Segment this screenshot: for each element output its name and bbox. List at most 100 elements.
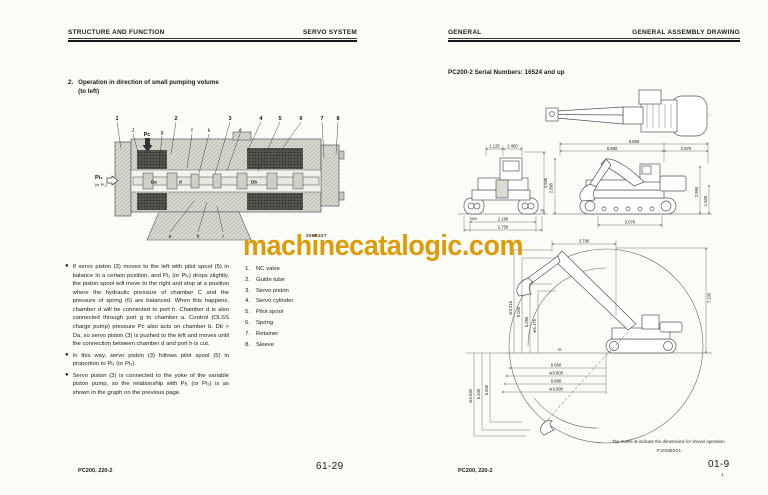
part-name: Sleeve [256,341,275,348]
side-dim-length: 9.850 [629,139,640,144]
range-reach-3: 9.880 [551,379,562,384]
fig-label-f: f [191,128,193,134]
range-height-3: 6.295 [524,316,529,327]
part-num: 2. [245,276,250,283]
part-num: 7. [245,330,250,337]
fig-label-j: J [132,128,135,134]
fig-label-8: 8 [336,116,339,122]
left-header-topic: SERVO SYSTEM [302,29,357,36]
fig-label-h: h [197,234,200,240]
right-footer-sub: 1 [721,472,724,477]
right-footer-model: PC200, 220-2 [458,468,493,474]
part-name: Servo piston [256,287,289,294]
bullet-item: ● Servo piston (3) is connected to the y… [65,372,229,398]
range-height-4: ⊛6.175 [532,318,537,333]
range-reach-1: 9.660 [551,363,562,368]
fig-label-5: 5 [278,116,281,122]
fig-label-e: e [169,234,172,240]
range-depth-1: ⊛6.630 [468,388,473,403]
parts-list: 1. NC valve 2. Guide tube 3. Servo piston 4… [242,266,293,352]
right-header-topic: GENERAL ASSEMBLY DRAWING [632,29,740,36]
range-depth-2: 6.430 [476,388,481,399]
bullet-text-3: Servo piston (3) is connected to the yok… [72,372,229,396]
fig-label-3: 3 [228,116,231,122]
servo-figure-code: 206F227 [306,233,327,238]
fig-label-6: 6 [299,116,302,122]
rear-dim-height: 2.935 [543,177,548,188]
fig-label-4: 4 [259,116,263,122]
fig-label-pi-sub: (or Pi₂) [95,183,108,187]
left-page-header: STRUCTURE AND FUNCTION SERVO SYSTEM [68,29,357,36]
watermark-text: machinecatalogic.com [243,230,523,262]
side-dim-height-right: 2.950 [694,186,699,197]
parts-row: 4.Servo cylinder [242,298,293,304]
parts-row: 6.Spring [242,320,293,326]
bullet-marker: ● [65,263,69,269]
part-name: Pilot spool [256,309,284,316]
fig-label-1: 1 [115,116,118,122]
rear-dim-top-right: 1.450 [507,144,518,149]
fig-label-db: Db [251,180,257,185]
assembly-figure-code: F205B001 [657,448,682,453]
fig-label-g: g [161,130,164,136]
shovel-note: The marks ⊛ indicate the dimensions for … [612,439,726,444]
side-dim-height-left: 2.895 [549,182,554,193]
rear-dim-width: 2.750 [498,225,509,230]
working-range-drawing: 3.790 7.105 ⊛9.315 9.000 6.295 ⊛6.175 ⊛6… [466,239,712,444]
right-page-header: GENERAL GENERAL ASSEMBLY DRAWING [448,29,740,36]
range-reach-2: ⊛9.805 [549,371,564,376]
rear-gl-label: GL [541,209,546,213]
side-dim-track-height: 1.600 [703,195,708,206]
watermark: machinecatalogic.com [243,230,523,263]
side-dim-rear: 2.870 [681,146,692,151]
section-number: 2. [68,79,74,86]
plan-view-drawing [545,89,711,137]
part-name: Spring [256,319,274,326]
part-name: Guide tube [256,276,285,283]
serial-number-title: PC200-2 Serial Numbers: 16524 and up [448,69,565,76]
servo-cross-section-figure: 1 J Pc g 2 f k 3 d 4 5 6 7 8 e h i Pi₁ (… [95,116,345,241]
parts-row: 7. Retainer [242,331,293,337]
range-height-2: 9.000 [516,306,521,317]
left-header-rule-thick [68,40,357,42]
left-header-section: STRUCTURE AND FUNCTION [68,29,165,36]
part-num: 8. [245,341,250,348]
fig-label-pi: Pi₁ [95,175,103,181]
part-name: Servo cylinder [256,298,294,305]
side-view-drawing: 9.850 6.980 2.870 2.895 2.950 1.600 3.07… [549,139,712,228]
part-num: 3. [245,287,250,294]
parts-row: 8. Sleeve [242,342,293,348]
left-footer-page: 61-29 [316,461,344,472]
part-name: Retainer [256,330,279,337]
rear-dim-gauge: 2.180 [498,217,509,222]
rear-dim-top-left: 1.125 [489,144,500,149]
range-dim-right: 7.105 [707,292,712,303]
part-name: NC valve [256,266,280,272]
bullet-item: ● If servo piston (3) moves to the left … [65,263,229,349]
range-depth-3: 5.840 [484,384,489,395]
fig-label-d: d [239,128,242,134]
parts-row: 5.Pilot spool [242,309,293,315]
right-footer-page: 01-9 [708,459,730,470]
range-height-1: ⊛9.315 [508,300,513,315]
fig-label-2: 2 [174,116,177,122]
fig-label-k: k [208,128,211,134]
range-dim-top: 3.790 [579,239,590,244]
rear-view-drawing: 1.125 1.450 2.935 2.180 2.750 600 GL [458,144,548,232]
parts-row: 1. NC valve [242,266,293,272]
bullet-item: ● In this way, servo piston (3) follows … [65,352,229,369]
rear-dim-shoe: 600 [471,217,477,221]
bullet-marker: ● [65,351,69,358]
parts-row: 2. Guide tube [242,277,293,283]
section-subtitle: (to left) [78,88,100,96]
right-header-rule-thin [448,38,740,39]
fig-label-7: 7 [320,116,323,122]
left-footer-model: PC200, 220-2 [78,468,113,474]
section-title: Operation in direction of small pumping … [78,79,219,86]
parts-row: 3. Servo piston [242,288,293,294]
section-heading: 2. Operation in direction of small pumpi… [68,78,288,97]
bullet-list: ● If servo piston (3) moves to the left … [65,263,229,400]
part-num: 1. [245,266,250,272]
fig-label-i: i [222,234,223,240]
left-header-rule-thin [68,38,357,39]
